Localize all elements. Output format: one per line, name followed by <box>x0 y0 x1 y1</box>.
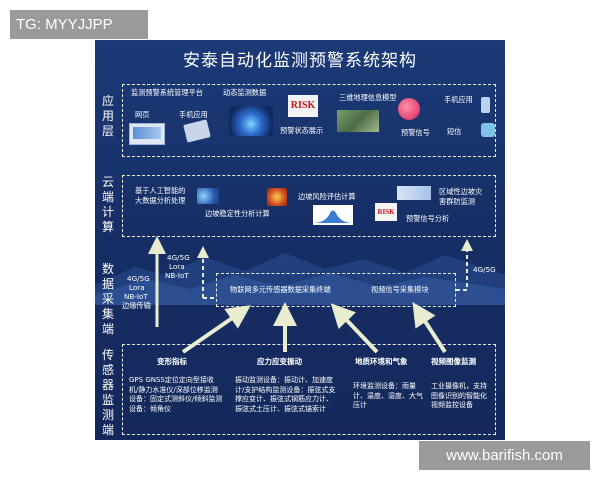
risk-logo-app: RISK <box>288 95 318 117</box>
dynamic-data-label: 动态监测数据 <box>223 88 267 97</box>
phone-icon <box>481 97 490 113</box>
cloud-layer-box <box>122 175 496 237</box>
left-transport-line-3: NB-IoT <box>124 292 148 301</box>
regional-line-1: 区域性边坡灾 <box>439 187 483 196</box>
deform-body: GPS GNSS定位定向型接收机/静力水准仪/深部位移监测设备：固定式测斜仪/倾… <box>129 376 223 413</box>
hydro-body: 环境监测设备：雨量计、温度、湿度、大气压计 <box>353 382 423 409</box>
stress-header: 应力应变振动 <box>257 357 302 366</box>
sms-icon <box>481 123 495 137</box>
layer-label-sensor: 传感器监测端 <box>101 348 114 437</box>
watermark-top: TG: MYYJJPP <box>10 10 148 39</box>
stress-body: 振动监测设备：振动计、加速度计/支护结构监测设备：振弦式支撑应变计、振弦式钢筋应… <box>235 376 336 413</box>
arrow-hydro <box>330 303 379 354</box>
web-label: 网页 <box>135 110 150 119</box>
layer-label-cloud: 云端计算 <box>101 175 114 234</box>
regional-map-icon <box>397 186 431 200</box>
flow-arrows <box>148 236 473 354</box>
terrain-model-icon <box>337 110 379 132</box>
regional-line-2: 害群防监测 <box>439 197 475 206</box>
arrow-video <box>412 301 447 354</box>
mobile-app-label-2: 手机应用 <box>444 95 473 104</box>
left-transport-line-2: Lora <box>129 283 145 292</box>
diagram-title: 安泰自动化监测预警系统架构 <box>183 51 417 71</box>
ai-analysis-line-2: 大数据分析处理 <box>135 196 186 205</box>
distribution-chart-icon <box>313 205 353 225</box>
risk-heatmap-icon <box>267 188 287 206</box>
warning-signal-label: 预警信号 <box>401 128 430 137</box>
sensor-layer-box <box>122 344 496 435</box>
data-visualization-icon <box>229 106 273 136</box>
web-screen-icon <box>129 123 165 145</box>
video-module-label: 视频信号采集模块 <box>371 285 429 294</box>
left-transport-line-1: 4G/5G <box>127 274 150 283</box>
ai-brain-icon <box>197 188 219 204</box>
right-transport-label: 4G/5G <box>473 265 496 274</box>
risk-display-label: 预警状态展示 <box>280 126 324 135</box>
risk-logo-cloud: RISK <box>375 203 397 221</box>
ai-analysis-line-1: 基于人工智能的 <box>135 186 186 195</box>
up-transport-line-1: 4G/5G <box>167 253 190 262</box>
up-transport-line-2: Lora <box>169 262 185 271</box>
app-layer-box <box>122 84 496 157</box>
architecture-diagram: 安泰自动化监测预警系统架构 应用层 云端计算 数据采集端 传感器监测端 监测预警… <box>95 40 505 440</box>
up-transport-line-3: NB-IoT <box>165 271 189 280</box>
mountain-background-icon <box>95 253 505 305</box>
warning-signal-icon <box>398 98 420 120</box>
arrow-right-up <box>456 239 473 291</box>
iot-terminal-label: 物联网多元传感器数据采集终端 <box>230 285 331 294</box>
sms-label: 短信 <box>447 127 462 136</box>
video-body: 工业摄像机，支持图像识别的智能化视频监控设备 <box>431 382 487 409</box>
platform-label: 监测预警系统管理平台 <box>131 88 203 97</box>
watermark-bottom: www.barifish.com <box>419 441 590 470</box>
arrow-deform <box>181 305 251 354</box>
layer-label-collect: 数据采集端 <box>101 262 114 336</box>
video-header: 视频图像监测 <box>431 357 476 366</box>
deform-header: 变形指标 <box>157 357 187 366</box>
slope-stability-label: 边坡稳定性分析计算 <box>205 209 270 218</box>
warning-analysis-label: 预警信号分析 <box>406 214 450 223</box>
gis-label: 三维地理信息模型 <box>339 93 397 102</box>
hydro-header: 地质环境和气象 <box>355 357 408 366</box>
mobile-app-label-1: 手机应用 <box>179 110 208 119</box>
left-transport-line-4: 边缘传输 <box>122 301 151 310</box>
layer-label-app: 应用层 <box>101 94 114 138</box>
slope-risk-label: 边坡风险评估计算 <box>298 192 356 201</box>
